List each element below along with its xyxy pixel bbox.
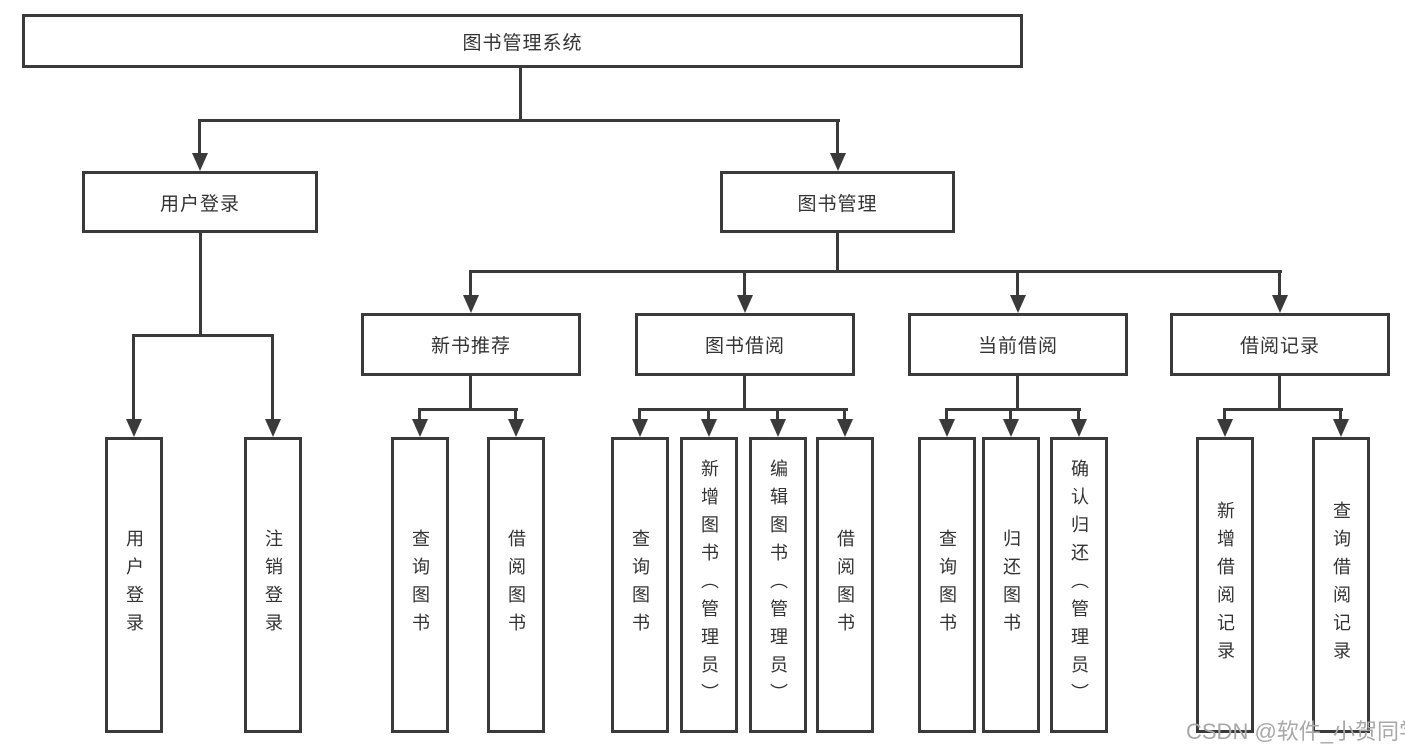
node-book-borrow: 图书借阅 xyxy=(635,313,855,376)
arrow-down-icon xyxy=(1272,295,1288,313)
arrow-down-icon xyxy=(508,419,524,437)
leaf-borrow-edit-books-admin: 编辑图书（管理员） xyxy=(749,437,807,733)
leaf-current-confirm-return-admin: 确认归还（管理员） xyxy=(1050,437,1108,733)
leaf-borrow-add-books-admin-label: 新增图书（管理员） xyxy=(699,459,719,711)
node-book-mgmt: 图书管理 xyxy=(720,171,955,233)
leaf-current-return-books: 归还图书 xyxy=(982,437,1040,733)
arrow-down-icon xyxy=(701,419,717,437)
watermark: CSDN @软件_小贺同学 xyxy=(1186,719,1405,744)
leaf-current-query-books: 查询图书 xyxy=(918,437,976,733)
connector-line xyxy=(843,408,846,419)
connector-line xyxy=(1016,270,1019,295)
node-book-borrow-label: 图书借阅 xyxy=(704,336,785,357)
leaf-borrow-query-books: 查询图书 xyxy=(611,437,669,733)
arrow-down-icon xyxy=(1071,419,1087,437)
node-borrow-records: 借阅记录 xyxy=(1170,313,1390,376)
node-user-login-label: 用户登录 xyxy=(159,193,240,215)
arrow-down-icon xyxy=(632,419,648,437)
connector-line xyxy=(1016,376,1019,409)
leaf-current-query-books-label: 查询图书 xyxy=(937,529,957,641)
node-current-borrow-label: 当前借阅 xyxy=(977,336,1058,357)
connector-line xyxy=(198,119,201,153)
connector-line xyxy=(469,376,472,409)
leaf-user-login: 用户登录 xyxy=(105,437,163,733)
arrow-down-icon xyxy=(1010,295,1026,313)
leaf-logout-label: 注销登录 xyxy=(263,529,283,641)
leaf-borrow-query-books-label: 查询图书 xyxy=(630,529,650,641)
leaf-borrow-edit-books-admin-label: 编辑图书（管理员） xyxy=(768,459,788,711)
arrow-down-icon xyxy=(939,419,955,437)
arrow-down-icon xyxy=(1333,419,1349,437)
node-root: 图书管理系统 xyxy=(22,14,1023,68)
arrow-down-icon xyxy=(1217,419,1233,437)
connector-line xyxy=(1223,408,1226,419)
leaf-current-confirm-return-admin-label: 确认归还（管理员） xyxy=(1069,459,1089,711)
connector-line xyxy=(743,376,746,409)
arrow-down-icon xyxy=(737,295,753,313)
connector-line xyxy=(945,408,1081,411)
connector-line xyxy=(1077,408,1080,419)
node-new-book: 新书推荐 xyxy=(361,313,581,376)
connector-line xyxy=(469,270,1282,273)
leaf-user-login-label: 用户登录 xyxy=(124,529,144,641)
leaf-logout: 注销登录 xyxy=(244,437,302,733)
connector-line xyxy=(707,408,710,419)
arrow-down-icon xyxy=(830,153,846,171)
node-borrow-records-label: 借阅记录 xyxy=(1239,336,1320,357)
connector-line xyxy=(638,408,641,419)
connector-line xyxy=(945,408,948,419)
leaf-borrow-borrow-books: 借阅图书 xyxy=(816,437,874,733)
connector-line xyxy=(1339,408,1342,419)
node-new-book-label: 新书推荐 xyxy=(430,336,511,357)
leaf-records-query-record: 查询借阅记录 xyxy=(1312,437,1370,733)
node-current-borrow: 当前借阅 xyxy=(908,313,1128,376)
arrow-down-icon xyxy=(837,419,853,437)
connector-line xyxy=(418,408,421,419)
arrow-down-icon xyxy=(265,419,281,437)
leaf-records-add-record: 新增借阅记录 xyxy=(1196,437,1254,733)
leaf-records-add-record-label: 新增借阅记录 xyxy=(1215,501,1235,669)
leaf-current-return-books-label: 归还图书 xyxy=(1001,529,1021,641)
leaf-records-query-record-label: 查询借阅记录 xyxy=(1331,501,1351,669)
leaf-newbook-borrow-books-label: 借阅图书 xyxy=(506,529,526,641)
connector-line xyxy=(836,233,839,271)
leaf-newbook-borrow-books: 借阅图书 xyxy=(487,437,545,733)
arrow-down-icon xyxy=(126,419,142,437)
connector-line xyxy=(776,408,779,419)
leaf-newbook-query-books: 查询图书 xyxy=(391,437,449,733)
leaf-borrow-borrow-books-label: 借阅图书 xyxy=(835,529,855,641)
arrow-down-icon xyxy=(770,419,786,437)
connector-line xyxy=(1223,408,1343,411)
connector-line xyxy=(198,119,840,122)
connector-line xyxy=(132,334,135,419)
connector-line xyxy=(1278,270,1281,295)
arrow-down-icon xyxy=(1003,419,1019,437)
leaf-newbook-query-books-label: 查询图书 xyxy=(410,529,430,641)
connector-line xyxy=(743,270,746,295)
arrow-down-icon xyxy=(463,295,479,313)
arrow-down-icon xyxy=(412,419,428,437)
connector-line xyxy=(1009,408,1012,419)
connector-line xyxy=(271,334,274,419)
connector-line xyxy=(519,68,522,120)
node-root-label: 图书管理系统 xyxy=(462,32,583,54)
connector-line xyxy=(1278,376,1281,409)
node-book-mgmt-label: 图书管理 xyxy=(797,193,878,215)
connector-line xyxy=(199,233,202,335)
connector-line xyxy=(469,270,472,295)
leaf-borrow-add-books-admin: 新增图书（管理员） xyxy=(680,437,738,733)
connector-line xyxy=(514,408,517,419)
connector-line xyxy=(638,408,848,411)
connector-line xyxy=(836,119,839,153)
node-user-login: 用户登录 xyxy=(82,171,318,233)
connector-line xyxy=(132,334,274,337)
connector-line xyxy=(418,408,518,411)
arrow-down-icon xyxy=(192,153,208,171)
